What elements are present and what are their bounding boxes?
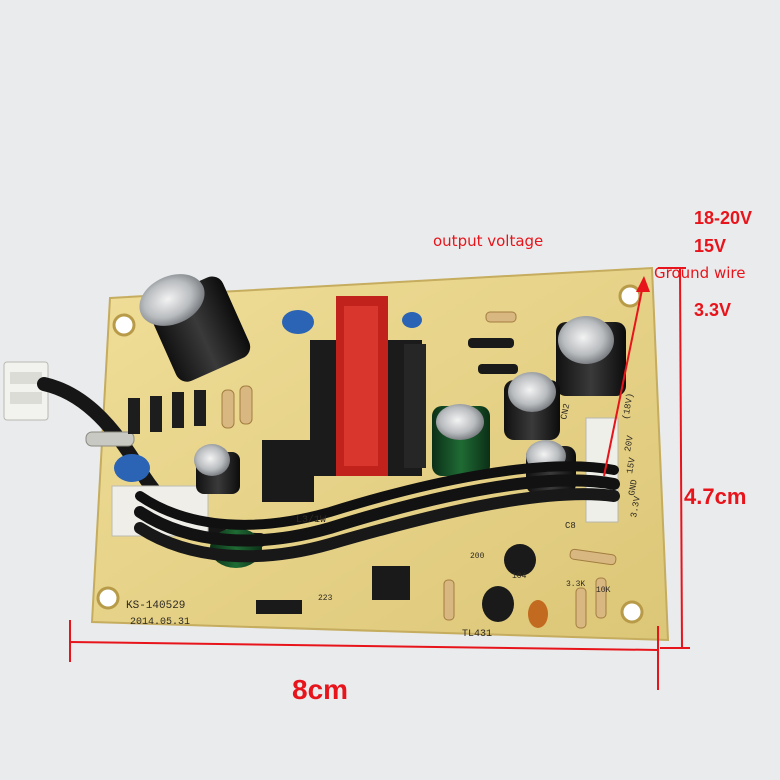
silk-regulator: TL431 <box>462 629 492 640</box>
silk-model: KS-140529 <box>126 600 185 612</box>
ic-chip <box>262 440 314 502</box>
height-dimension-line <box>658 267 690 649</box>
resistors-left <box>221 385 253 429</box>
height-label: 4.7cm <box>684 484 747 509</box>
silk-resistor-3: 223 <box>318 594 333 603</box>
silk-transformer: L3/1W <box>296 514 326 526</box>
pin-label-3: GND <box>627 479 640 497</box>
width-label: 8cm <box>292 674 349 705</box>
silk-connector-name: CN2 <box>559 403 572 421</box>
silk-resistor-0: 200 <box>470 552 485 561</box>
silk-cap-label: C8 <box>565 521 576 531</box>
width-dimension-line <box>69 620 659 690</box>
silk-resistor-2: 3.3K <box>566 580 585 589</box>
pointer-arrow <box>603 276 650 477</box>
fuse <box>85 431 135 447</box>
output-voltage-label: output voltage <box>433 232 544 250</box>
connector-pin-labels: (18V) 20V 15V GND 3.3V <box>621 392 643 518</box>
voltage-15-label: 15V <box>694 236 727 256</box>
capacitor-large-left <box>139 274 251 382</box>
silk-resistor-1: 10K <box>596 586 611 595</box>
ground-wire-label: Ground wire <box>654 264 746 282</box>
components-right <box>443 311 617 629</box>
pin-label-0: (18V) <box>621 392 636 420</box>
pin-label-1: 20V <box>623 434 636 452</box>
diode-row <box>128 390 206 434</box>
pin-label-2: 15V <box>625 456 638 474</box>
transformer <box>310 296 426 476</box>
silk-resistor-4: 104 <box>512 572 527 581</box>
pin-label-4: 3.3V <box>629 495 643 519</box>
capacitor-right-top <box>556 316 626 396</box>
voltage-3-3-label: 3.3V <box>694 300 732 320</box>
capacitor-green <box>432 404 490 476</box>
output-cable <box>134 461 620 563</box>
silk-date: 2014.05.31 <box>130 617 190 628</box>
capacitor-small-left <box>194 444 240 494</box>
voltage-18-20-label: 18-20V <box>694 208 753 228</box>
capacitor-right-middle <box>504 372 560 440</box>
blue-capacitors <box>114 310 422 482</box>
